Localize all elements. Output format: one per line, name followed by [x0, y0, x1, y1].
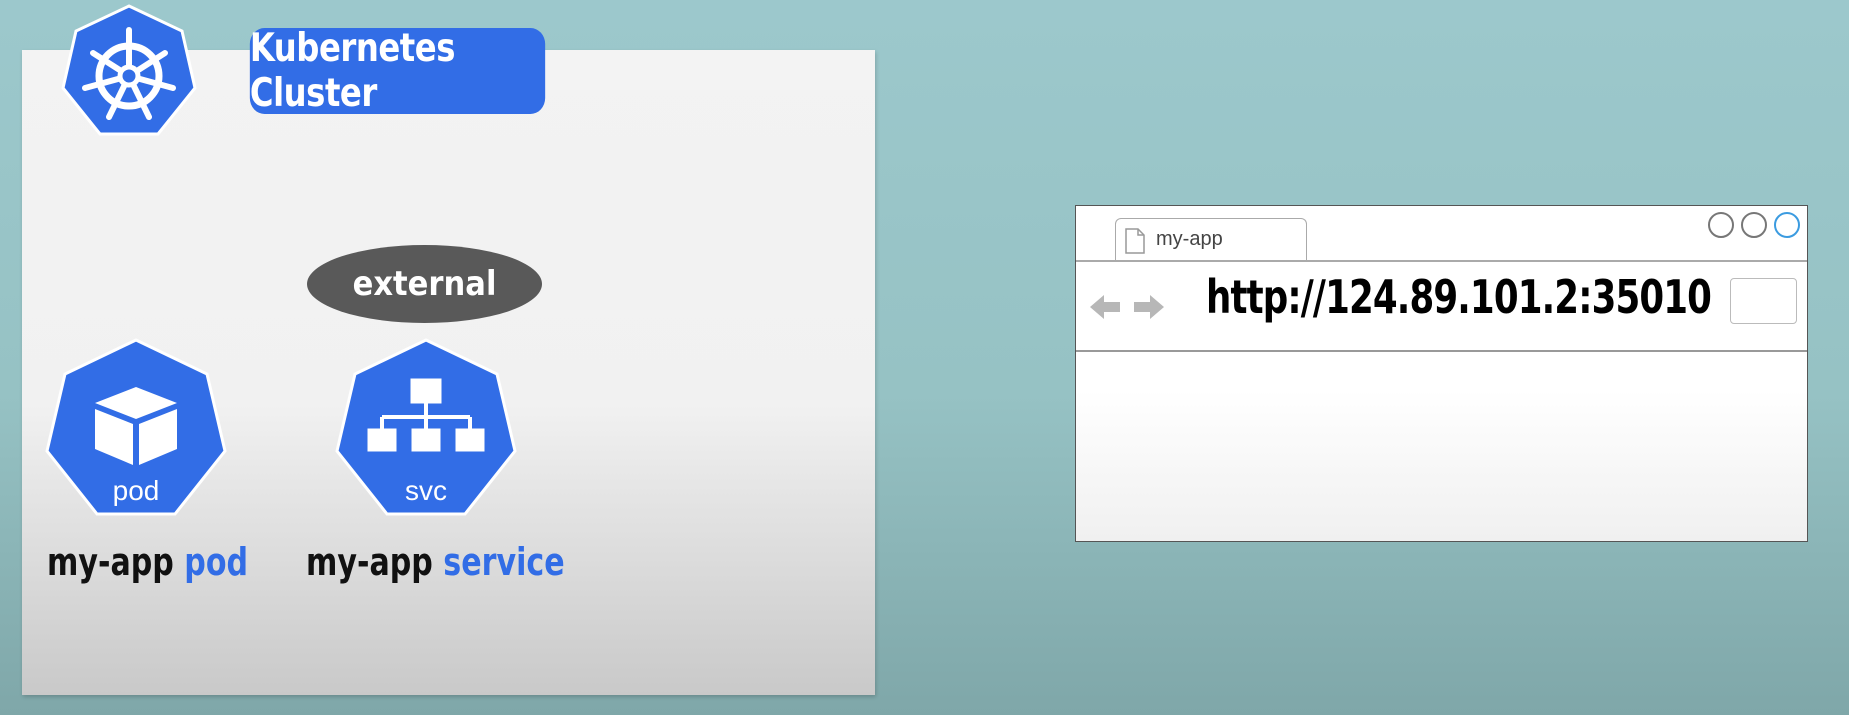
pod-kind: pod: [184, 540, 249, 584]
forward-arrow-icon: [1134, 295, 1164, 319]
back-arrow-icon: [1090, 295, 1120, 319]
cluster-title: Kubernetes Cluster: [249, 26, 546, 116]
address-bar-url[interactable]: http://124.89.101.2:35010: [1206, 270, 1712, 324]
network-topology-icon: [367, 378, 485, 452]
service-node-label: my-app service: [306, 540, 565, 584]
navigation-arrows: [1090, 295, 1164, 319]
window-button-3[interactable]: [1774, 212, 1800, 238]
search-box[interactable]: [1730, 278, 1797, 324]
service-type-badge: external: [307, 245, 542, 323]
pod-icon-text: pod: [113, 475, 160, 506]
tab-divider: [1076, 260, 1807, 262]
cube-icon: [95, 387, 177, 465]
tab-title: my-app: [1156, 228, 1223, 250]
browser-window: my-app http://124.89.101.2:35010: [1075, 205, 1808, 542]
window-button-2[interactable]: [1741, 212, 1767, 238]
window-button-1[interactable]: [1708, 212, 1734, 238]
pod-node-icon: pod: [45, 338, 227, 516]
browser-tab[interactable]: my-app: [1115, 218, 1307, 262]
service-icon-text: svc: [405, 475, 447, 506]
pod-name: my-app: [47, 540, 174, 584]
address-bar-divider: [1076, 350, 1807, 352]
service-node-icon: svc: [335, 338, 517, 516]
kubernetes-logo-icon: [61, 4, 197, 136]
pod-node-label: my-app pod: [47, 540, 248, 584]
document-icon: [1125, 228, 1145, 254]
service-name: my-app: [306, 540, 433, 584]
service-kind: service: [443, 540, 565, 584]
